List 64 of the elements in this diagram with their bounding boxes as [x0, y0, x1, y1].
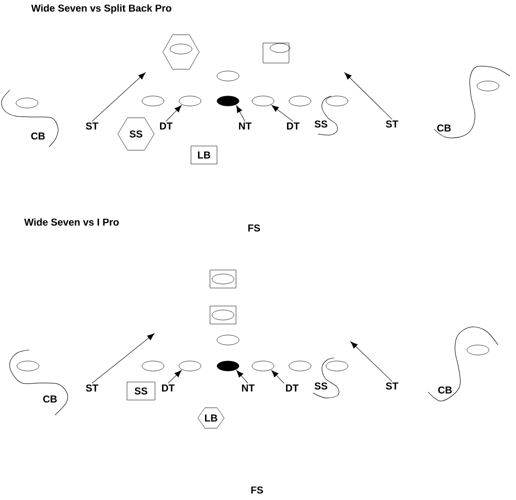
player-label: CB: [438, 386, 452, 394]
player-box: [126, 382, 156, 400]
player-oval: [288, 360, 312, 372]
rush-arrow: [236, 105, 246, 122]
player-hexagon: [198, 408, 224, 428]
player-oval: [326, 360, 348, 372]
player-label: FS: [248, 224, 260, 232]
player-label: SS: [314, 120, 328, 128]
center-dot: [216, 96, 240, 106]
rush-arrow: [166, 105, 182, 122]
center-dot: [216, 360, 240, 372]
player-oval: [178, 96, 202, 106]
player-oval: [466, 344, 490, 356]
player-oval: [178, 360, 202, 372]
player-label: SS: [134, 387, 148, 395]
player-box: [190, 146, 218, 164]
player-label: CB: [437, 124, 451, 132]
player-label: SS: [130, 130, 142, 138]
player-label: NT: [239, 122, 252, 130]
player-label: NT: [242, 384, 255, 392]
player-oval: [288, 96, 312, 106]
player-oval: [170, 44, 192, 54]
player-oval: [212, 310, 234, 320]
player-box: [262, 42, 290, 64]
player-label: DT: [162, 384, 175, 392]
rush-arrow: [92, 72, 146, 122]
player-hexagon: [118, 118, 154, 150]
rush-arrow: [344, 72, 392, 120]
rush-arrow: [168, 370, 182, 384]
player-label: FS: [251, 486, 264, 494]
player-box: [210, 270, 236, 288]
rush-arrow: [350, 341, 392, 382]
player-oval: [142, 360, 164, 372]
player-oval: [252, 360, 274, 372]
diagram-title: Wide Seven vs Split Back Pro: [31, 4, 172, 14]
player-hexagon: [162, 34, 200, 70]
player-label: LB: [198, 152, 210, 158]
player-box: [210, 306, 236, 324]
section-heading: Wide Seven vs I Pro: [24, 218, 119, 226]
player-label: ST: [386, 382, 398, 390]
player-label: CB: [31, 132, 45, 140]
player-oval: [216, 334, 240, 346]
player-oval: [142, 96, 164, 106]
rush-arrow: [236, 370, 248, 384]
rush-arrow: [272, 105, 294, 122]
player-label: ST: [386, 120, 398, 128]
player-label: ST: [86, 384, 98, 392]
player-oval: [270, 43, 290, 53]
player-label: ST: [86, 122, 98, 130]
player-oval: [476, 80, 500, 92]
player-oval: [326, 96, 348, 106]
player-oval: [216, 70, 240, 82]
player-oval: [16, 360, 40, 372]
player-label: SS: [314, 382, 328, 390]
rush-arrow: [271, 370, 284, 384]
player-label: CB: [43, 395, 57, 403]
player-oval: [212, 274, 234, 284]
player-oval: [252, 96, 274, 106]
rush-arrow: [92, 333, 154, 384]
player-label: LB: [205, 414, 218, 422]
player-label: DT: [287, 122, 300, 130]
player-label: DT: [286, 384, 299, 392]
player-label: DT: [160, 122, 173, 130]
player-oval: [16, 98, 38, 108]
